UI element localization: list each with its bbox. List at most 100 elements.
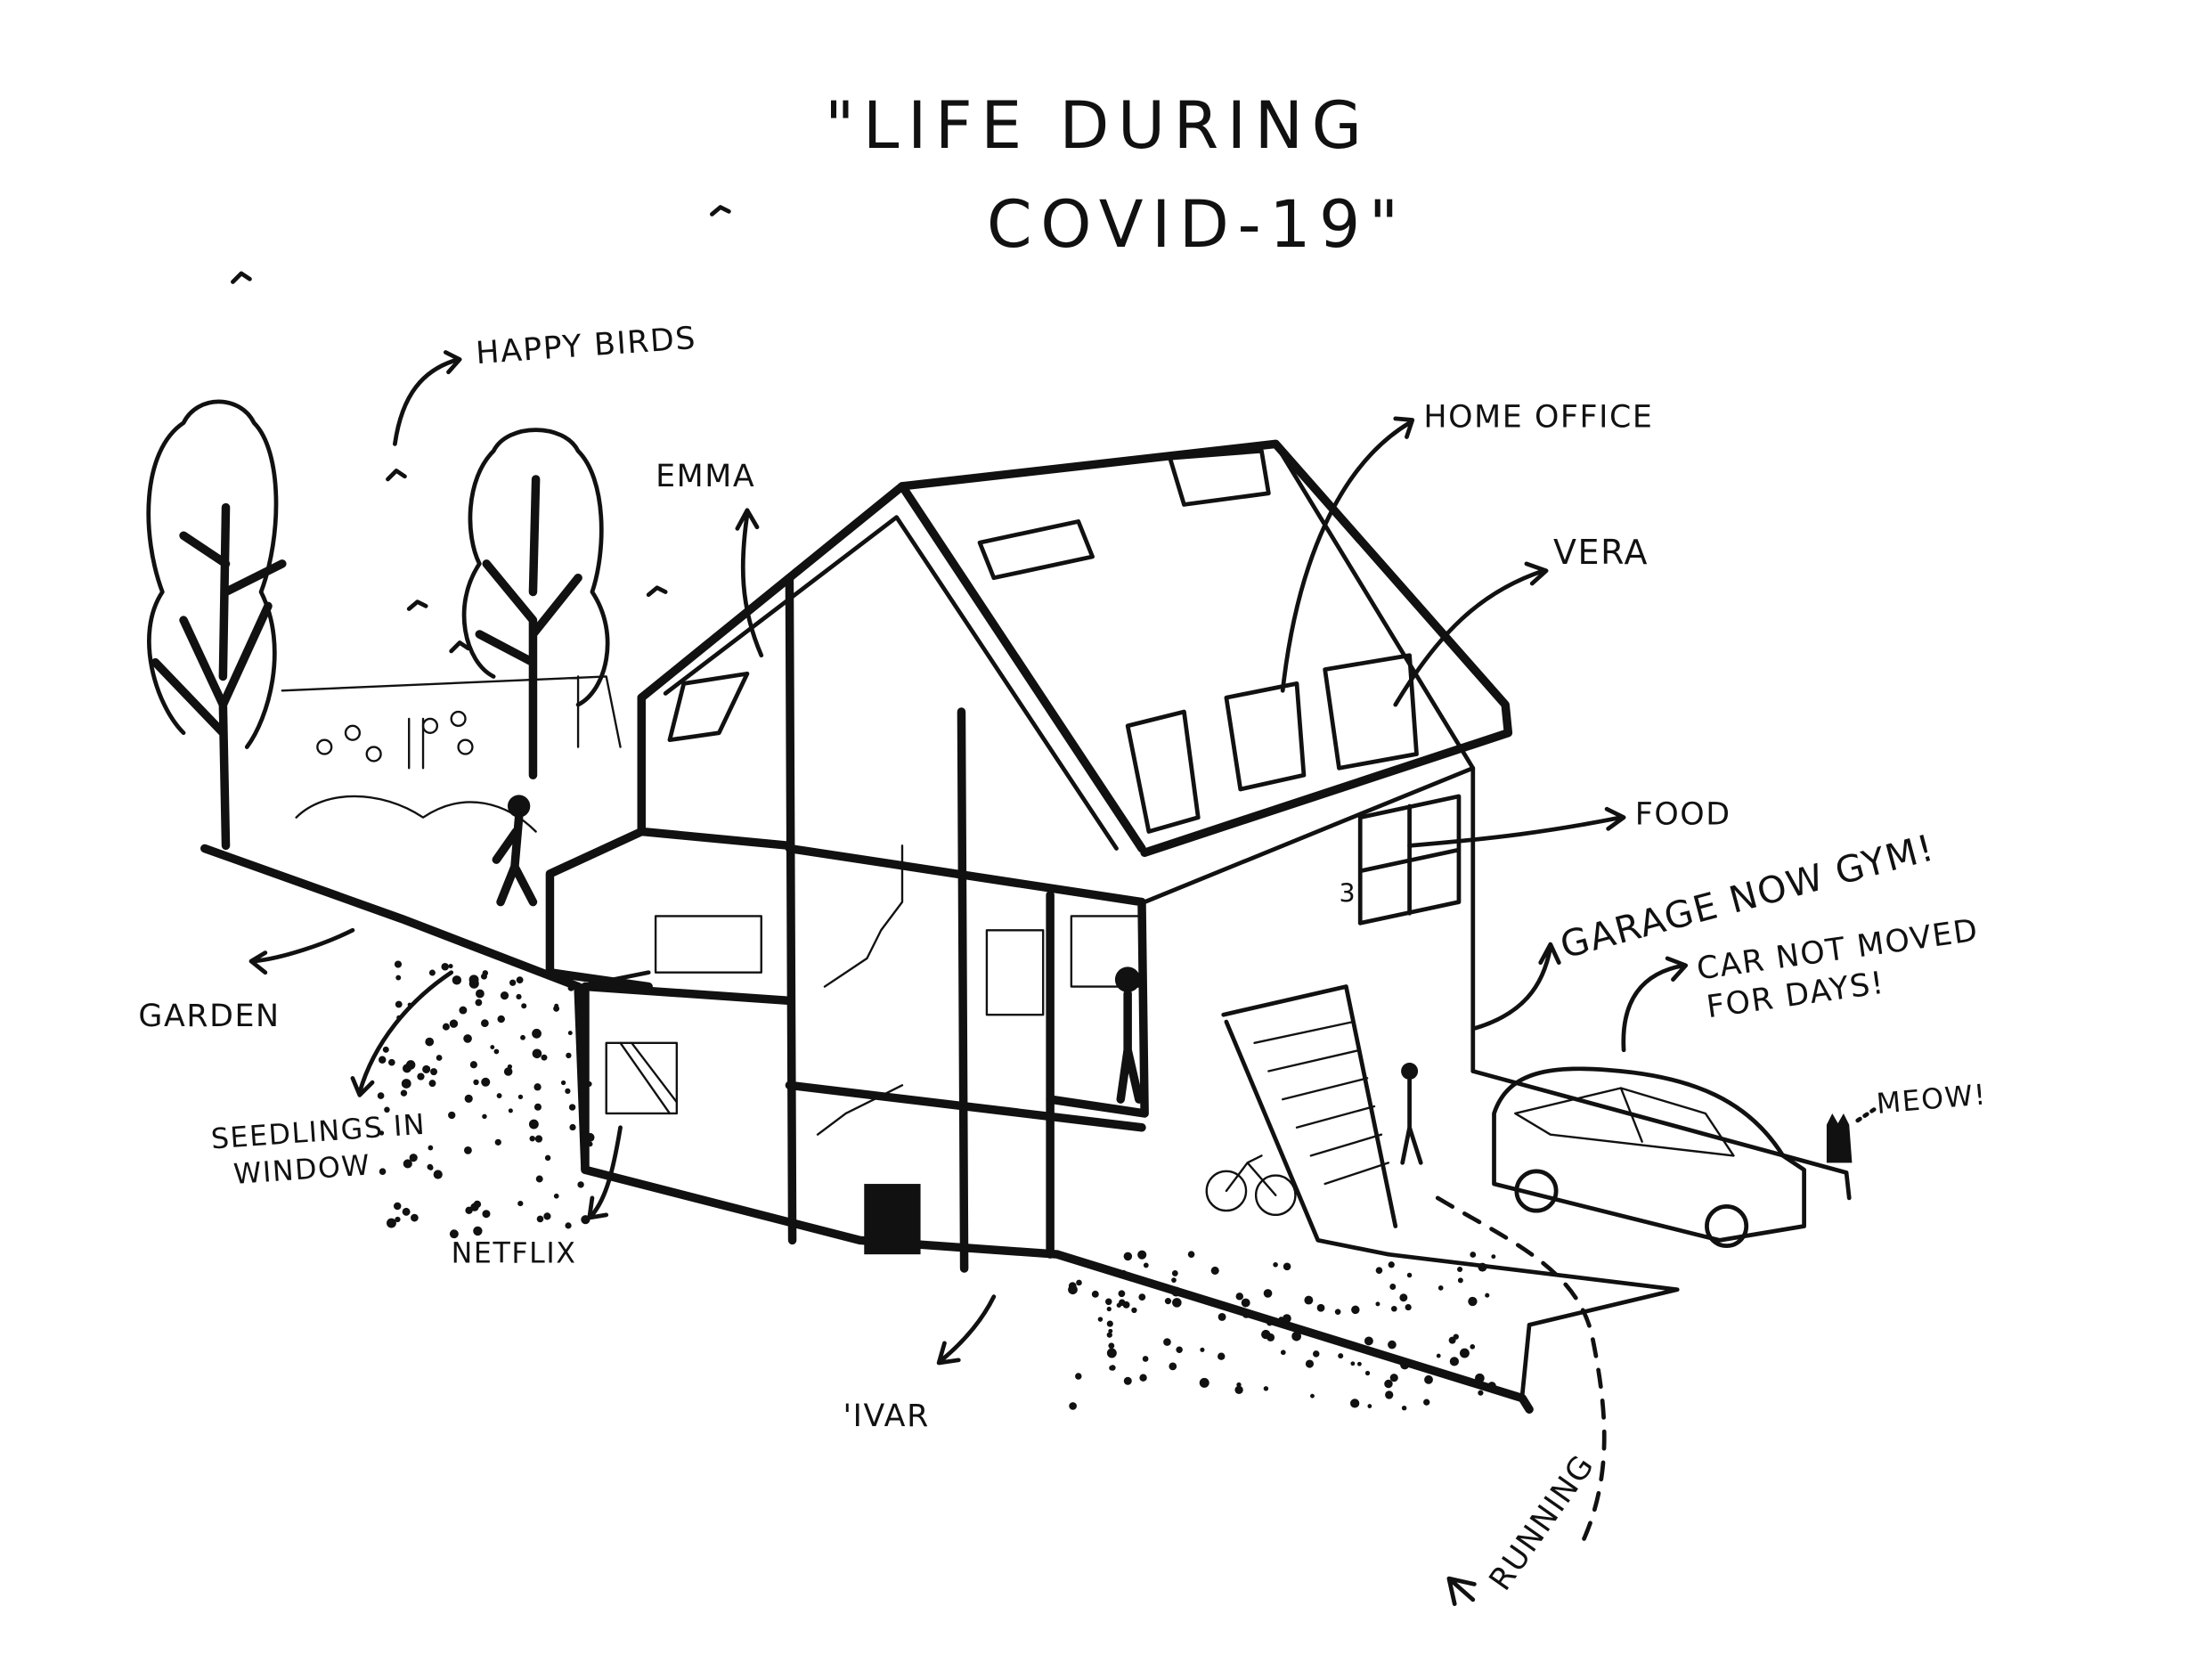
gravel-dot	[430, 1068, 438, 1076]
gravel-dot	[544, 1154, 551, 1162]
gravel-dot	[1263, 1289, 1273, 1298]
gravel-dot	[1171, 1277, 1177, 1283]
gravel-dot	[529, 1135, 535, 1142]
gravel-dot	[1405, 1303, 1412, 1311]
cat-icon	[1826, 1113, 1853, 1163]
gravel-dot	[528, 1119, 539, 1130]
gravel-dot	[1200, 1347, 1205, 1352]
gravel-dot	[1305, 1359, 1315, 1368]
gravel-dot	[473, 1226, 483, 1236]
gravel-dot	[433, 1170, 443, 1179]
tree-left-icon	[146, 399, 287, 851]
gravel-dot	[1266, 1319, 1274, 1326]
gravel-dot	[402, 1207, 411, 1216]
gravel-dot	[1106, 1348, 1117, 1358]
gravel-dot	[482, 1113, 487, 1120]
gravel-dot	[475, 999, 483, 1007]
gravel-dot	[449, 1019, 459, 1028]
gravel-dot	[1304, 1295, 1314, 1305]
gravel-dot	[1384, 1379, 1393, 1389]
gravel-dot	[395, 1000, 403, 1008]
gravel-dot	[1351, 1305, 1360, 1315]
gravel-dot	[384, 1106, 390, 1113]
gravel-dot	[1391, 1305, 1397, 1312]
gravel-dot	[387, 1218, 396, 1228]
gravel-dot	[532, 1028, 542, 1039]
gravel-dot	[1291, 1331, 1301, 1342]
gravel-dot	[1119, 1299, 1126, 1306]
gravel-dot	[493, 1048, 500, 1055]
gravel-dot	[482, 1210, 491, 1219]
gravel-dot	[1478, 1390, 1484, 1396]
gravel-dot	[1423, 1399, 1430, 1406]
gravel-dot	[469, 1061, 477, 1069]
gravel-dot	[1375, 1267, 1383, 1274]
label-garden: GARDEN	[138, 999, 280, 1034]
gravel-dot	[417, 1072, 425, 1081]
gravel-dot	[1448, 1336, 1456, 1344]
gravel-dot	[1338, 1353, 1344, 1359]
gravel-dot	[567, 984, 574, 991]
gravel-dot	[568, 1104, 576, 1111]
gravel-dot	[1218, 1352, 1226, 1360]
gravel-dot	[534, 1135, 543, 1143]
gravel-dot	[481, 1019, 489, 1028]
gravel-dot	[1350, 1399, 1360, 1408]
gravel-dot	[1163, 1338, 1171, 1346]
gravel-dot	[382, 1046, 389, 1053]
gravel-dot	[567, 1031, 573, 1036]
gravel-dot	[577, 1181, 584, 1188]
gravel-dot	[1400, 1360, 1410, 1370]
gravel-dot	[448, 1111, 456, 1120]
gravel-dot	[480, 973, 487, 980]
gravel-dot	[1069, 1402, 1077, 1410]
gravel-dot	[586, 1081, 592, 1088]
label-home-office: HOME OFFICE	[1423, 399, 1653, 435]
gravel-dot	[470, 1203, 479, 1211]
gravel-dot	[428, 1145, 434, 1151]
person-home-icon	[1114, 966, 1144, 1104]
label-emma: EMMA	[656, 459, 755, 494]
house	[545, 439, 1513, 1273]
gravel-dot	[1277, 1319, 1285, 1327]
gravel-dot	[401, 1079, 411, 1089]
gravel-dot	[1266, 1333, 1275, 1342]
gravel-dot	[1076, 1279, 1082, 1286]
gravel-dot	[426, 1065, 431, 1071]
gravel-dot	[1263, 1386, 1269, 1391]
gravel-dot	[1491, 1254, 1496, 1260]
gravel-dot	[1234, 1385, 1243, 1395]
gravel-dot	[1364, 1336, 1373, 1346]
gravel-dot	[379, 1130, 385, 1136]
gravel-dot	[533, 1103, 542, 1111]
gravel-dot	[463, 1146, 472, 1154]
gravel-dot	[449, 1229, 459, 1239]
gravel-dot	[494, 1138, 501, 1146]
gravel-dot	[394, 960, 403, 968]
gravel-dot	[1210, 1266, 1219, 1275]
gravel-dot	[500, 991, 509, 1000]
person-garden-icon	[492, 795, 538, 907]
gravel-dot	[1470, 1252, 1477, 1258]
gravel-dot	[1424, 1374, 1433, 1384]
title-line-2: COVID-19"	[987, 187, 1407, 263]
gravel-dot	[1131, 1307, 1137, 1314]
gravel-dot	[1313, 1350, 1320, 1358]
gravel-dot	[403, 1159, 412, 1169]
gravel-dot	[569, 1123, 576, 1131]
gravel-dot	[464, 1094, 473, 1103]
gravel-dot	[1137, 1250, 1147, 1260]
gravel-dot	[507, 1064, 513, 1070]
gravel-dot	[1282, 1314, 1291, 1324]
gravel-dot	[579, 1046, 587, 1054]
gravel-dot	[1475, 1373, 1485, 1383]
ground-line-back	[575, 970, 1852, 1398]
gravel-dot	[565, 1222, 572, 1229]
gravel-dot	[581, 1127, 588, 1134]
birds-icon	[231, 205, 731, 654]
gravel-dot	[516, 993, 522, 1000]
gravel-dot	[1171, 1270, 1178, 1276]
gravel-dot	[1138, 1293, 1146, 1301]
running-path	[1435, 1195, 1607, 1553]
gravel-dot	[1106, 1320, 1113, 1327]
